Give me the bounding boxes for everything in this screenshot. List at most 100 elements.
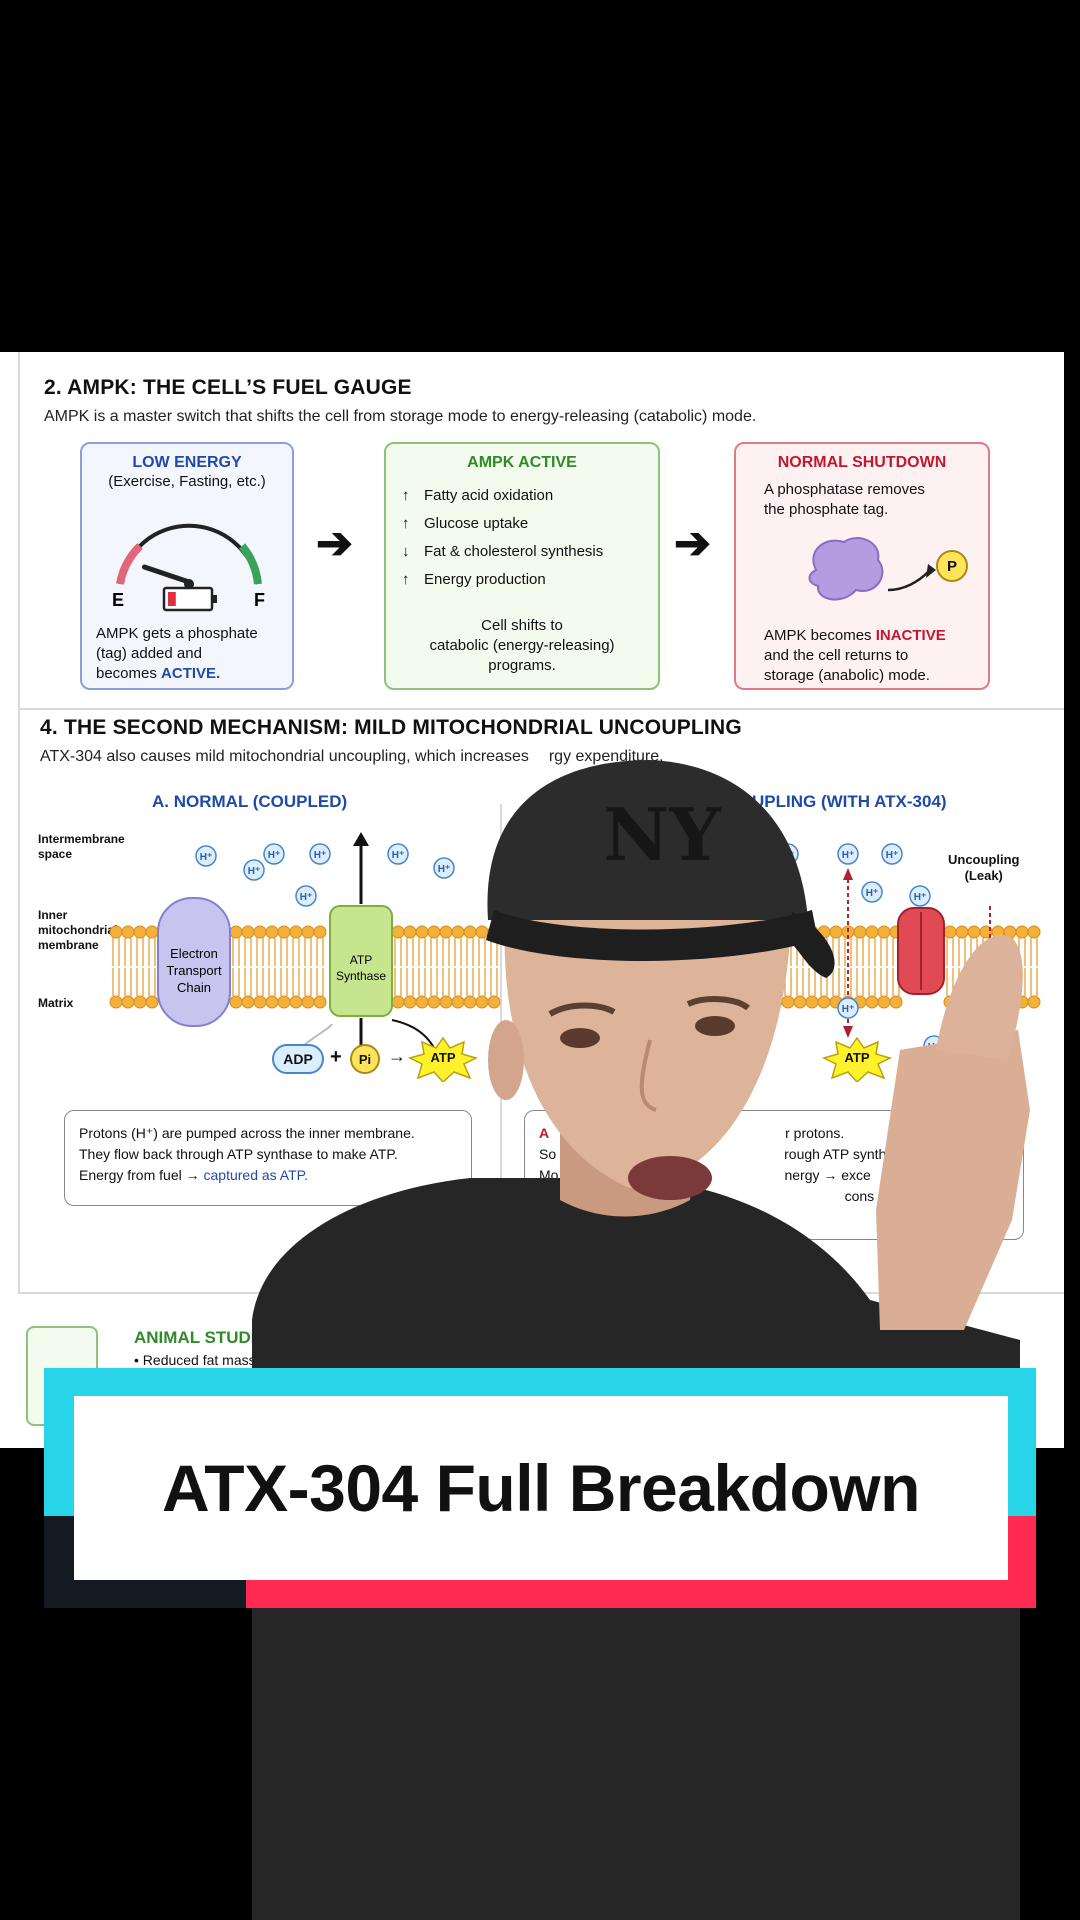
lipid-head	[314, 996, 326, 1008]
lipid-tail	[257, 938, 263, 966]
lipid-tail	[281, 938, 287, 966]
phosphate-tag: P	[936, 550, 968, 582]
plus-sign: +	[330, 1046, 342, 1069]
svg-text:H⁺: H⁺	[438, 864, 451, 875]
lipid-head	[146, 996, 158, 1008]
proton-icon: H⁺	[310, 844, 330, 864]
lipid-tail	[869, 938, 875, 966]
lipid-head	[488, 926, 500, 938]
lipid-head	[404, 926, 416, 938]
svg-text:H⁺: H⁺	[842, 1004, 855, 1015]
lipid-head	[878, 996, 890, 1008]
svg-text:H⁺: H⁺	[928, 1042, 941, 1053]
ampk-item: ↓Fat & cholesterol synthesis	[402, 542, 603, 570]
lipid-head	[488, 996, 500, 1008]
lipid-head	[464, 926, 476, 938]
normal-shutdown-card: NORMAL SHUTDOWN A phosphatase removes th…	[734, 442, 990, 690]
lipid-tail	[797, 938, 803, 966]
lipid-head	[278, 926, 290, 938]
lipid-tail	[857, 968, 863, 996]
uncoupling-label: Uncoupling	[948, 852, 1020, 868]
svg-text:H⁺: H⁺	[268, 850, 281, 861]
lipid-tail	[995, 938, 1001, 966]
lipid-head	[122, 926, 134, 938]
ampk-item: ↑Fatty acid oxidation	[402, 486, 603, 514]
ampk-item: ↑Energy production	[402, 570, 603, 598]
ampk-item: ↑Glucose uptake	[402, 514, 603, 542]
battery-low-icon	[162, 584, 222, 614]
section-4-title: 4. THE SECOND MECHANISM: MILD MITOCHONDR…	[40, 716, 742, 740]
lipid-tail	[149, 968, 155, 996]
lipid-tail	[833, 968, 839, 996]
lipid-tail	[467, 968, 473, 996]
lipid-tail	[785, 968, 791, 996]
lipid-head	[866, 926, 878, 938]
lipid-head	[146, 926, 158, 938]
lipid-head	[134, 996, 146, 1008]
shutdown-foot-1: AMPK becomes	[764, 627, 876, 644]
arrow-right-icon: ➔	[674, 524, 711, 564]
lipid-tail	[959, 938, 965, 966]
lipid-tail	[491, 968, 497, 996]
lipid-tail	[1007, 938, 1013, 966]
low-energy-subtitle: (Exercise, Fasting, etc.)	[82, 472, 292, 492]
lipid-tail	[455, 938, 461, 966]
lipid-tail	[971, 968, 977, 996]
lipid-head	[806, 996, 818, 1008]
lipid-head	[416, 996, 428, 1008]
svg-text:H⁺: H⁺	[914, 892, 927, 903]
lipid-head	[266, 996, 278, 1008]
lipid-tail	[857, 938, 863, 966]
lipid-head	[944, 996, 956, 1008]
svg-text:H⁺: H⁺	[248, 866, 261, 877]
lipid-tail	[1031, 938, 1037, 966]
svg-text:H⁺: H⁺	[314, 850, 327, 861]
proton-icon: H⁺	[778, 844, 798, 864]
proton-icon: H⁺	[388, 844, 408, 864]
captured-highlight: captured as ATP.	[204, 1167, 309, 1183]
svg-text:H⁺: H⁺	[392, 850, 405, 861]
lipid-head	[956, 996, 968, 1008]
lipid-head	[818, 996, 830, 1008]
lipid-tail	[443, 938, 449, 966]
lipid-tail	[455, 968, 461, 996]
lipid-tail	[995, 968, 1001, 996]
infographic-sheet: 2. AMPK: THE CELL’S FUEL GAUGE AMPK is a…	[0, 352, 1064, 1448]
proton-icon: H⁺	[838, 844, 858, 864]
lipid-tail	[821, 938, 827, 966]
lipid-tail	[1019, 938, 1025, 966]
low-energy-desc-2: (tag) added and	[96, 644, 258, 664]
lipid-head	[806, 926, 818, 938]
lipid-tail	[113, 968, 119, 996]
lipid-head	[968, 926, 980, 938]
lipid-head	[992, 926, 1004, 938]
lipid-tail	[233, 968, 239, 996]
adp-badge: ADP	[272, 1044, 324, 1074]
lipid-head	[1004, 996, 1016, 1008]
ampk-active-title: AMPK ACTIVE	[386, 454, 658, 472]
lipid-head	[122, 996, 134, 1008]
lipid-head	[314, 926, 326, 938]
lipid-tail	[269, 968, 275, 996]
inactive-highlight: INACTIVE	[876, 627, 946, 644]
lipid-head	[1016, 926, 1028, 938]
lipid-tail	[293, 938, 299, 966]
lipid-head	[290, 926, 302, 938]
lipid-tail	[245, 968, 251, 996]
etc-label-1: Electron	[170, 946, 218, 961]
lipid-tail	[305, 968, 311, 996]
lipid-tail	[833, 938, 839, 966]
lipid-tail	[809, 938, 815, 966]
pi-badge: Pi	[350, 1044, 380, 1074]
section-2-title: 2. AMPK: THE CELL’S FUEL GAUGE	[44, 376, 412, 400]
lipid-tail	[443, 968, 449, 996]
proton-icon: H⁺	[838, 998, 858, 1018]
proton-icon: H⁺	[910, 886, 930, 906]
lipid-tail	[245, 938, 251, 966]
lipid-tail	[983, 938, 989, 966]
lipid-tail	[881, 968, 887, 996]
lipid-head	[464, 996, 476, 1008]
lipid-head	[242, 926, 254, 938]
lipid-tail	[947, 968, 953, 996]
